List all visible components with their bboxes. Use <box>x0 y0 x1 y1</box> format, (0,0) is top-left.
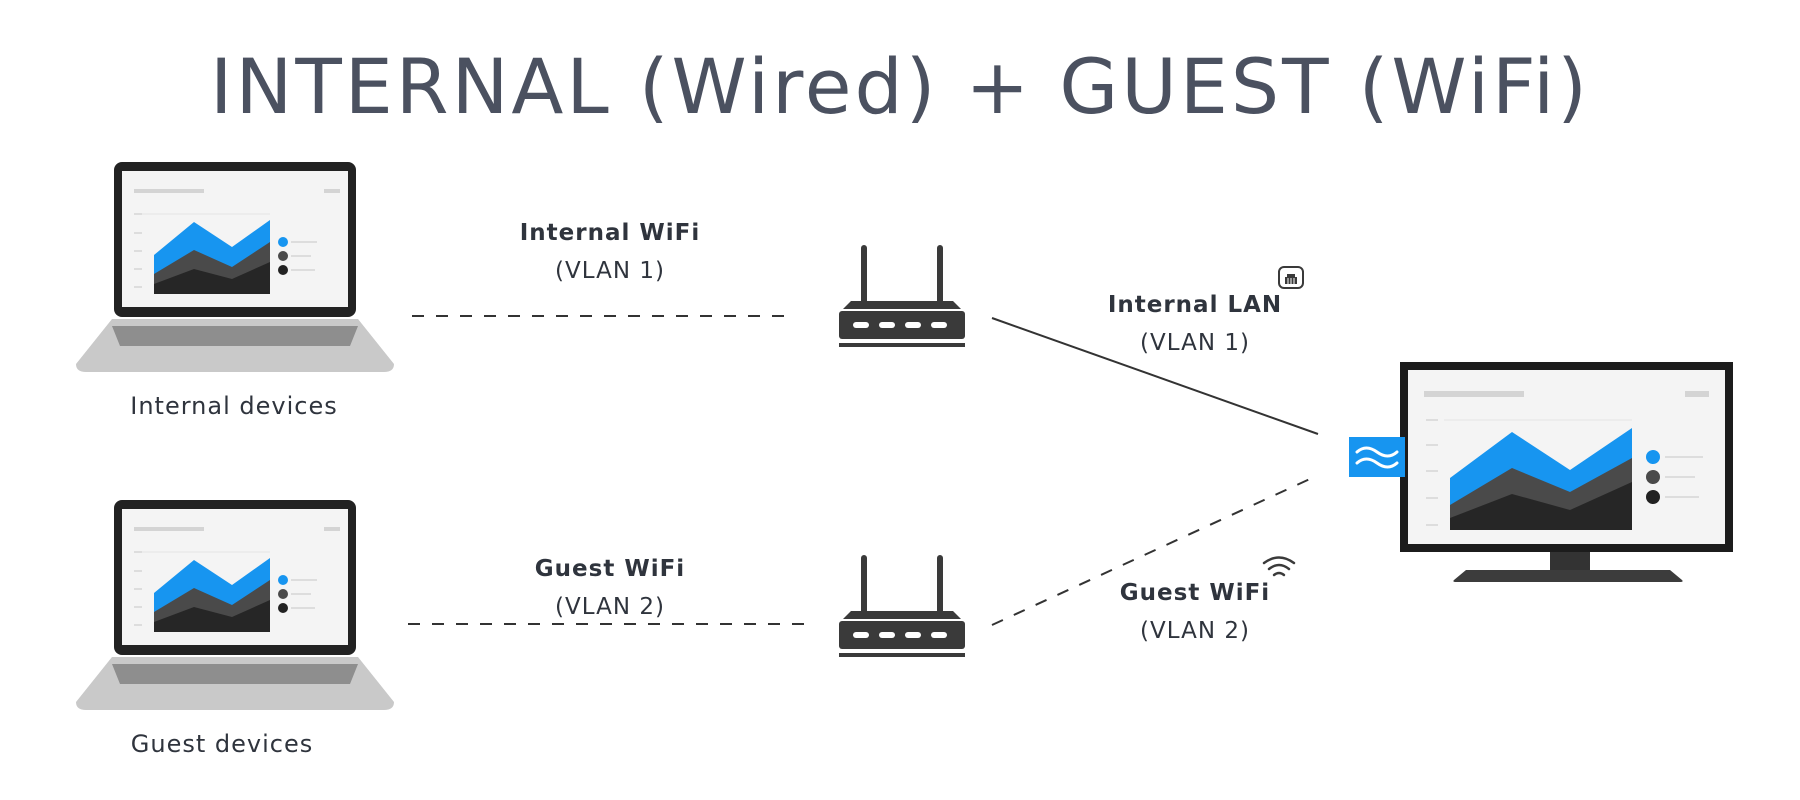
guest-laptop-icon <box>76 500 395 711</box>
wifi-icon <box>1262 556 1296 577</box>
guest-wifi-vlan-right: (VLAN 2) <box>1140 618 1250 644</box>
guest-router-icon <box>839 555 965 657</box>
guest-wifi-vlan-left: (VLAN 2) <box>555 594 665 620</box>
internal-lan-vlan: (VLAN 1) <box>1140 330 1250 356</box>
guest-wifi-label-right: Guest WiFi <box>1120 580 1270 606</box>
internal-lan-link <box>991 317 1319 435</box>
monitor-icon <box>1400 362 1733 582</box>
guest-wifi-link-right <box>991 477 1313 626</box>
internal-laptop-icon <box>76 162 395 373</box>
internal-wifi-label: Internal WiFi <box>520 220 701 246</box>
internal-lan-label: Internal LAN <box>1108 292 1282 318</box>
page-title: INTERNAL (Wired) + GUEST (WiFi) <box>210 42 1590 131</box>
internal-wifi-vlan: (VLAN 1) <box>555 258 665 284</box>
ethernet-port-icon <box>1278 266 1304 289</box>
connection-lines <box>408 315 1319 626</box>
guest-devices-label: Guest devices <box>131 730 313 758</box>
internal-devices-label: Internal devices <box>130 392 337 420</box>
internal-router-icon <box>839 245 965 347</box>
guest-wifi-label-left: Guest WiFi <box>535 556 685 582</box>
network-adapter-icon <box>1349 437 1405 477</box>
